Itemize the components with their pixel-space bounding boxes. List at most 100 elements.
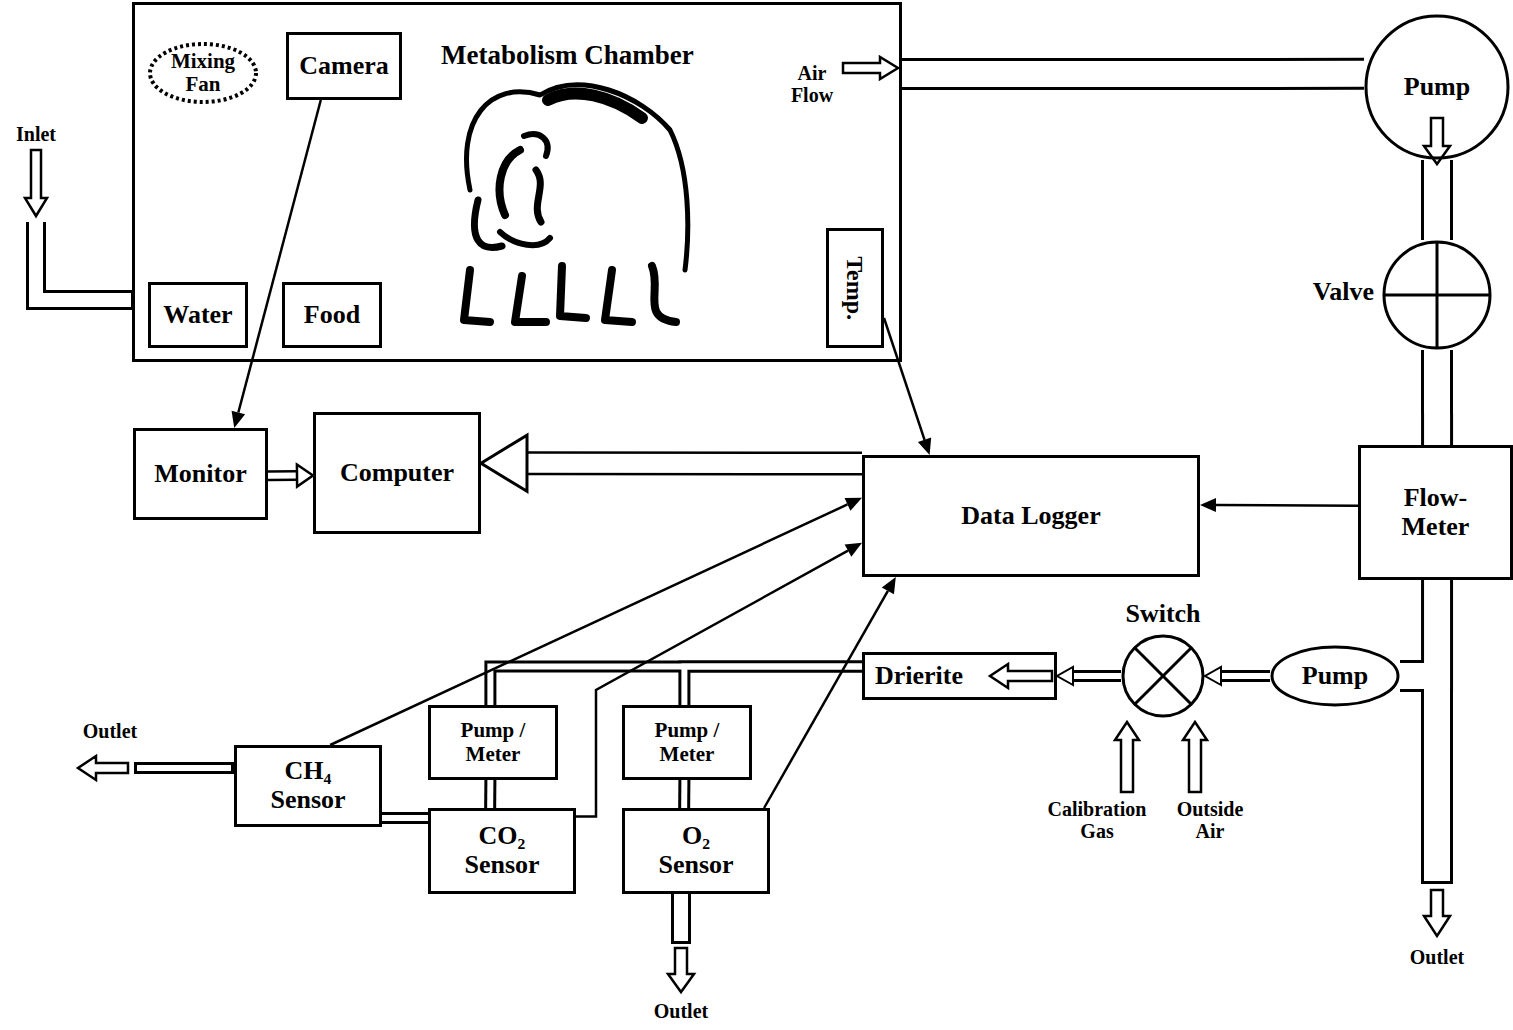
bison-leg (605, 270, 632, 322)
sensor-box: Temp. (826, 228, 884, 348)
signal-wire (576, 551, 848, 817)
pipe-connector (902, 61, 1364, 87)
pipe-connector (1424, 350, 1450, 445)
node-label: Food (304, 301, 360, 330)
pipe-connector (487, 780, 493, 808)
water-box: Water (148, 282, 248, 348)
pipe-connector (1424, 160, 1450, 240)
free-label: Outlet (1410, 946, 1464, 968)
valve-symbol-outline (1382, 240, 1492, 350)
pipe-connector (1400, 580, 1437, 676)
pipe-connector (1421, 350, 1453, 445)
node-label: Metabolism Chamber (441, 41, 694, 71)
outlet-tube (137, 765, 231, 771)
bison-face (500, 150, 520, 215)
signal-wires (238, 100, 1358, 817)
bison-hump (548, 94, 642, 118)
bison-leg (560, 266, 586, 318)
pipe-connector (1221, 670, 1270, 682)
node-label: CH₄ Sensor (256, 757, 360, 814)
free-label: Calibration Gas (1037, 798, 1157, 842)
pipe-connector (1421, 160, 1453, 240)
pipe-connector (382, 815, 428, 821)
food-box: Food (282, 282, 382, 348)
node-label: Computer (340, 459, 454, 488)
switch-symbol: Switch (1121, 634, 1205, 718)
node-label: Data Logger (961, 502, 1100, 531)
bison-leg (464, 270, 490, 322)
pipe-connector (382, 812, 428, 824)
free-label: Outlet (654, 1000, 708, 1022)
node-label: CO₂ Sensor (450, 822, 554, 879)
node-label: Camera (299, 52, 389, 81)
node-label: Pump / Meter (642, 719, 732, 765)
outlet-pipe (1421, 676, 1453, 884)
ellipse-outline (1272, 647, 1398, 705)
pipe-connector (1221, 673, 1270, 679)
node-label: O₂ Sensor (644, 822, 748, 879)
circle-outline (1123, 636, 1203, 716)
signal-wire (238, 100, 320, 413)
pipe-connector (490, 666, 862, 705)
bison-head (474, 200, 502, 247)
node-label: Pump (1302, 662, 1368, 691)
free-label: Outlet (83, 720, 137, 742)
camera-box: Camera (286, 32, 402, 100)
node-label: Monitor (154, 460, 246, 489)
flow-arrows (25, 57, 1450, 992)
process-box: Monitor (133, 428, 268, 520)
node-label: Temp. (842, 256, 868, 320)
process-box: Pump / Meter (622, 705, 752, 780)
flow-arrow (1115, 722, 1139, 792)
node-label: Pump / Meter (448, 719, 538, 765)
circle-outline (1384, 242, 1490, 348)
node-label: Flow- Meter (1390, 484, 1482, 541)
flow-arrow (990, 664, 1052, 688)
process-box: Data Logger (862, 455, 1200, 577)
node-label: Drierite (875, 662, 963, 691)
flow-arrow (1183, 722, 1207, 792)
bison-back (466, 85, 687, 270)
flow-arrow (78, 756, 128, 780)
pipe-connector (484, 780, 496, 808)
pipe-connector (678, 780, 690, 808)
pump-ellipse: Pump (1270, 645, 1400, 707)
signal-wire (1216, 504, 1358, 507)
inlet-pipe (36, 222, 134, 300)
symbol-stroke (1135, 648, 1192, 705)
meter-box: Flow- Meter (1358, 445, 1513, 580)
flow-arrow (1424, 890, 1450, 936)
outlet-pipe (1424, 676, 1450, 881)
valve-symbol: Valve (1382, 240, 1492, 350)
symbol-stroke (1135, 648, 1192, 705)
pump-circle: Pump (1364, 14, 1510, 160)
pipe-connector (1073, 673, 1121, 679)
outlet-pipe (674, 891, 688, 941)
free-label: Inlet (16, 123, 56, 145)
free-label: Air Flow (787, 62, 837, 106)
symbol-stroke (1384, 294, 1490, 297)
pipe-walls (36, 74, 1437, 944)
signal-wire (884, 318, 925, 440)
pipe-connector (681, 780, 687, 808)
flow-arrow (668, 948, 694, 992)
bison-beard (500, 232, 550, 245)
bison-horn (524, 134, 548, 156)
sensor-box: CO₂ Sensor (428, 808, 576, 894)
bison-leg (515, 276, 546, 322)
node-label: Mixing Fan (163, 50, 243, 96)
pipe-connector (1400, 580, 1437, 676)
sensor-box: O₂ Sensor (622, 808, 770, 894)
free-label: Outside Air (1170, 798, 1250, 842)
bison-face (536, 170, 541, 222)
bison-illustration (464, 85, 688, 322)
node-label: Valve (1313, 278, 1374, 307)
filter-box: Drierite (862, 652, 1057, 700)
ellipse-outline (150, 44, 256, 102)
pipe-bores (36, 74, 1437, 941)
node-label: Switch (1091, 600, 1235, 629)
pipe-connector (268, 470, 297, 481)
inlet-pipe (36, 222, 131, 300)
pipe-connector (684, 666, 862, 705)
